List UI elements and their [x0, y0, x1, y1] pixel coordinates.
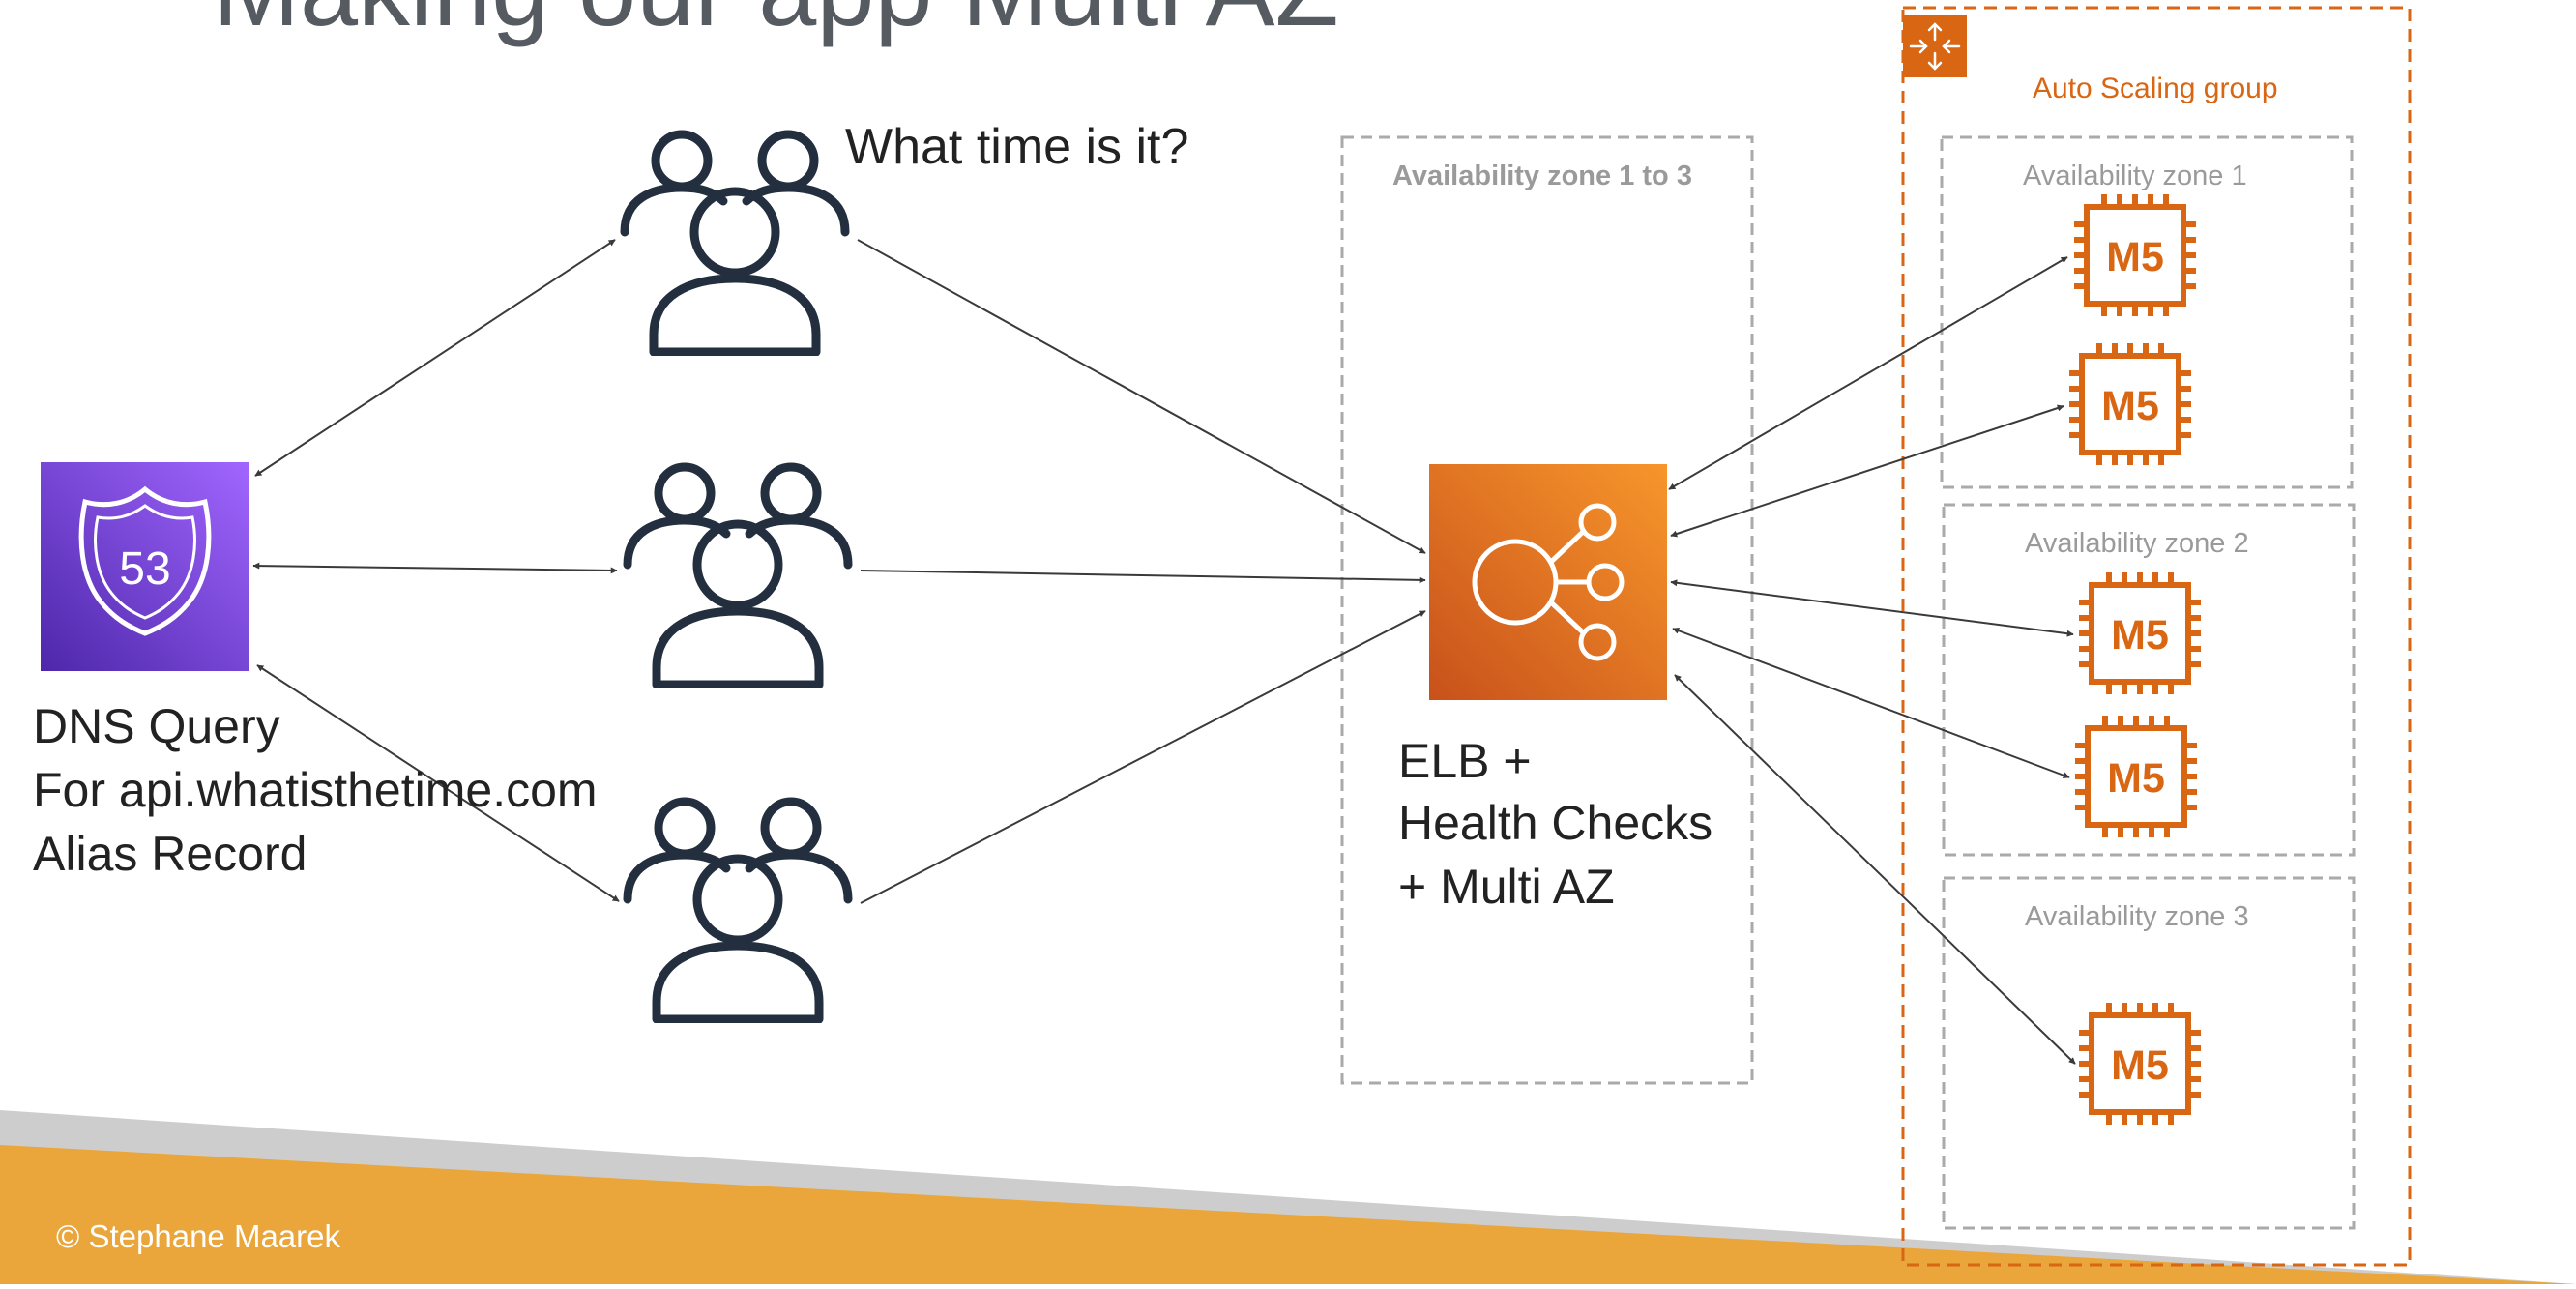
route53-caption-line-2: For api.whatisthetime.com [33, 763, 598, 817]
users-group-icon-middle [628, 467, 848, 685]
slide-title: Making our app Multi AZ [213, 0, 1339, 49]
m5-instance-icon: M5 [2075, 716, 2197, 837]
m5-instance-icon: M5 [2069, 343, 2191, 465]
copyright-footer: © Stephane Maarek [56, 1218, 340, 1254]
arrow-elb-m5-az3 [1674, 674, 2076, 1065]
arrow-elb-m5-az2-b [1672, 627, 2070, 779]
arrow-users-top-elb [857, 239, 1426, 554]
arrow-route53-users-middle [252, 562, 618, 574]
users-group-icon-bottom [628, 802, 848, 1019]
arrow-users-bottom-elb [860, 610, 1426, 904]
auto-scaling-group-label: Auto Scaling group [2033, 73, 2278, 104]
availability-zone-3-label: Availability zone 3 [2025, 901, 2249, 932]
arrow-elb-m5-az1-b [1670, 404, 2064, 538]
availability-zone-2-label: Availability zone 2 [2025, 528, 2249, 559]
arrow-elb-m5-az1-a [1668, 256, 2068, 490]
m5-instance-icon: M5 [2079, 572, 2201, 694]
elastic-load-balancer-icon [1429, 464, 1667, 700]
footer-orange-band [0, 1145, 2576, 1284]
route53-caption-line-3: Alias Record [33, 827, 307, 881]
m5-instance-icon: M5 [2074, 194, 2196, 316]
arrow-route53-users-top [254, 239, 616, 477]
m5-instance-icon: M5 [2079, 1003, 2201, 1125]
elb-caption-line-1: ELB + [1398, 734, 1532, 788]
route53-badge-text: 53 [119, 543, 170, 595]
route53-icon: 53 [41, 462, 249, 671]
m5-instance-label: M5 [2111, 1042, 2169, 1089]
arrow-elb-m5-az2-a [1670, 579, 2074, 637]
arrow-users-middle-elb [860, 570, 1426, 584]
availability-zone-1-label: Availability zone 1 [2023, 161, 2247, 191]
m5-instance-label: M5 [2107, 755, 2165, 802]
route53-caption-line-1: DNS Query [33, 699, 280, 753]
connectors [252, 239, 2076, 1065]
arrow-route53-users-bottom [256, 664, 620, 902]
m5-instance-label: M5 [2106, 234, 2164, 280]
elb-caption-line-3: + Multi AZ [1398, 860, 1615, 914]
users-group-icon-top [625, 134, 845, 352]
auto-scaling-icon [1903, 15, 1967, 77]
m5-instance-label: M5 [2111, 612, 2169, 659]
m5-instance-label: M5 [2101, 383, 2159, 429]
auto-scaling-group-box [1901, 6, 2412, 1267]
elb-zone-label: Availability zone 1 to 3 [1392, 161, 1692, 191]
elb-caption-line-2: Health Checks [1398, 796, 1713, 850]
users-question-label: What time is it? [845, 119, 1189, 175]
